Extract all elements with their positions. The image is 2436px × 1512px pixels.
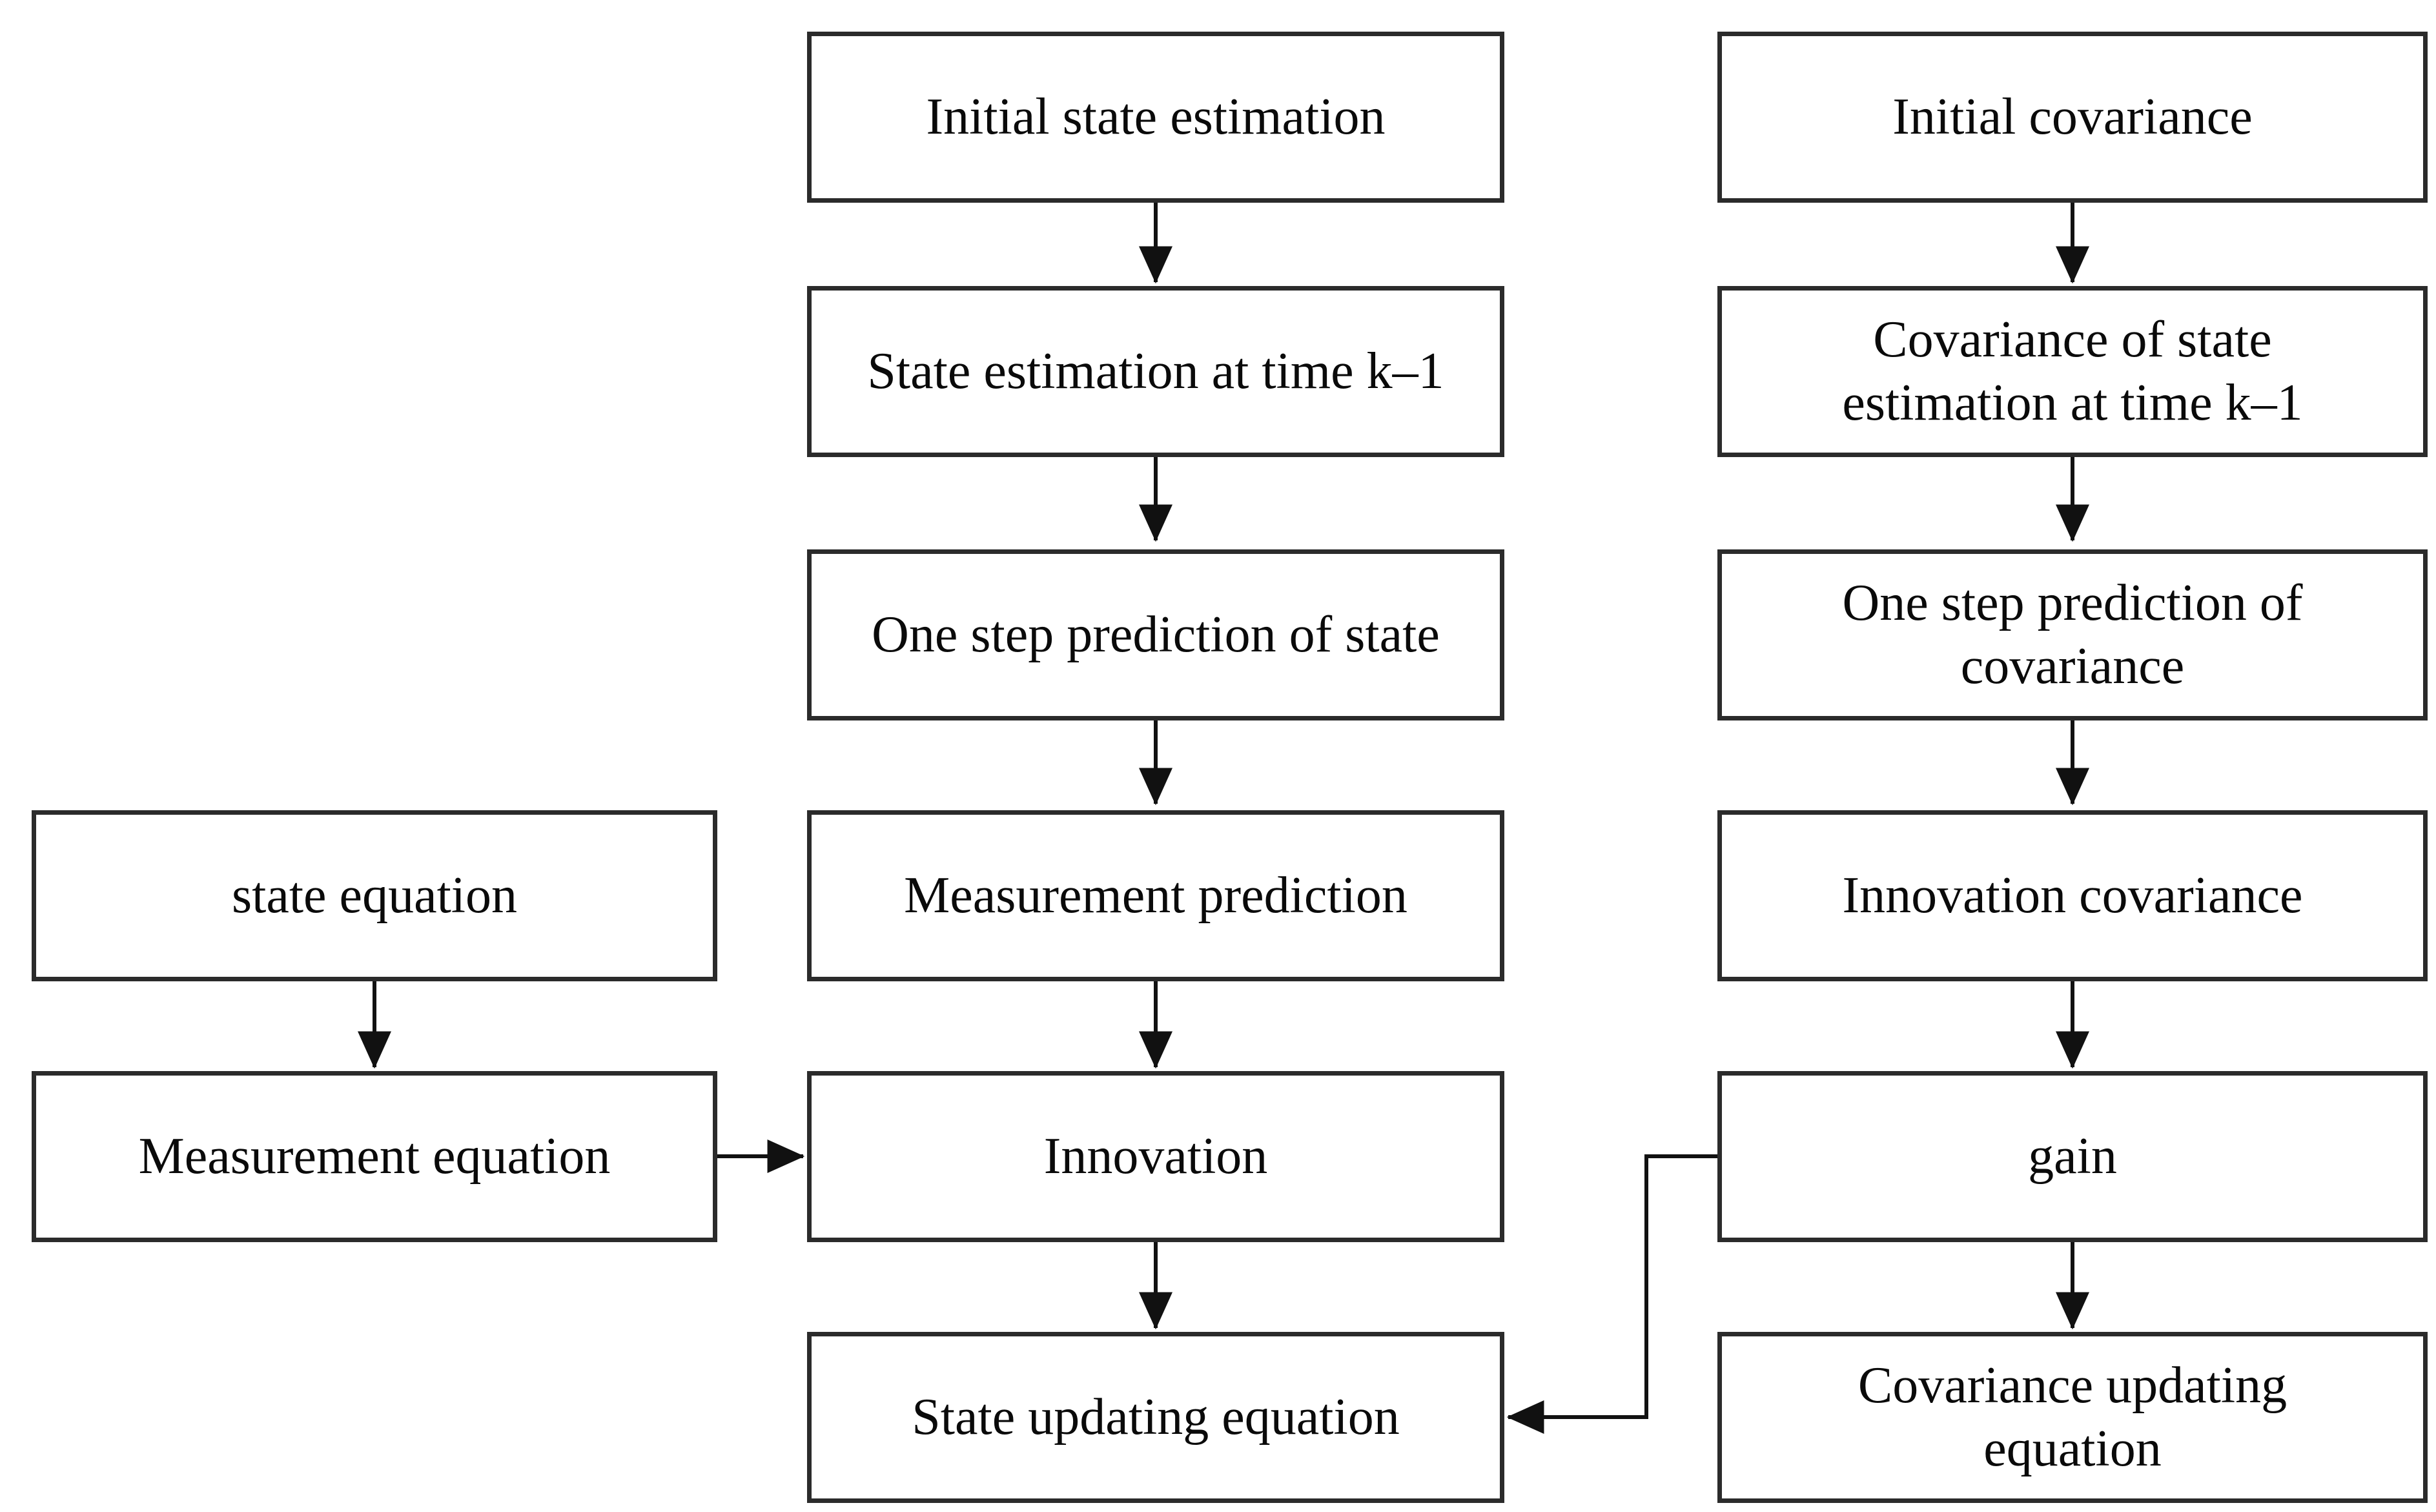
node-label: Initial state estimation [926,88,1386,145]
node-label: Measurement prediction [904,866,1407,924]
node-label: Initial covariance [1892,88,2253,145]
node-label: One step prediction of state [872,606,1440,663]
arrow-gain-to-state-updating-equation [1506,1154,1717,1434]
node-label: State estimation at time k–1 [867,342,1444,400]
node-measurement-prediction: Measurement prediction [807,810,1504,981]
node-label: state equation [231,866,518,924]
node-state-equation: state equation [32,810,717,981]
node-label: Covariance of state estimation at time k… [1842,311,2303,431]
node-state-updating-equation: State updating equation [807,1332,1504,1503]
node-label: Covariance updating equation [1858,1356,2288,1477]
node-label: Innovation covariance [1842,866,2303,924]
node-label: One step prediction of covariance [1842,574,2303,695]
node-one-step-prediction-of-covariance: One step prediction of covariance [1717,549,2428,720]
node-initial-covariance: Initial covariance [1717,32,2428,203]
node-covariance-of-state-estimation-at-time-k-1: Covariance of state estimation at time k… [1717,286,2428,457]
node-one-step-prediction-of-state: One step prediction of state [807,549,1504,720]
node-state-estimation-at-time-k-1: State estimation at time k–1 [807,286,1504,457]
node-label: Measurement equation [138,1127,611,1185]
node-innovation-covariance: Innovation covariance [1717,810,2428,981]
node-label: gain [2028,1127,2117,1185]
node-initial-state-estimation: Initial state estimation [807,32,1504,203]
node-label: State updating equation [912,1388,1400,1446]
node-covariance-updating-equation: Covariance updating equation [1717,1332,2428,1503]
node-innovation: Innovation [807,1071,1504,1242]
node-gain: gain [1717,1071,2428,1242]
node-measurement-equation: Measurement equation [32,1071,717,1242]
node-label: Innovation [1043,1127,1268,1185]
